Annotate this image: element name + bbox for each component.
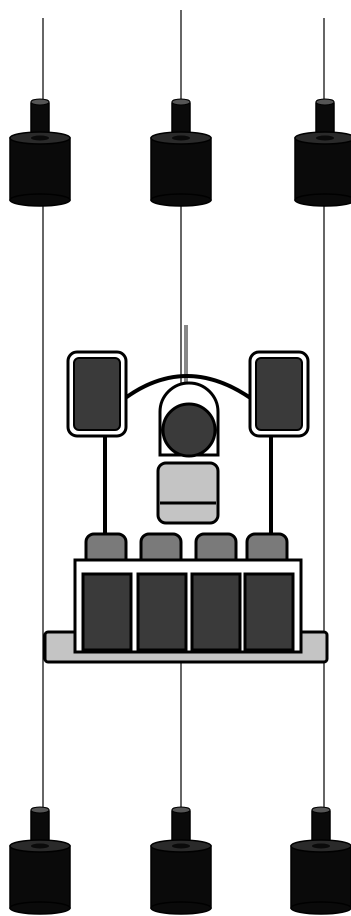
top-weight-3 <box>294 98 351 207</box>
mixer-block <box>156 461 220 525</box>
top-weights <box>9 98 351 207</box>
bottom-weight-2 <box>150 806 212 915</box>
speaker-left <box>66 350 128 438</box>
amp-module-3 <box>190 572 242 652</box>
top-weight-2 <box>150 98 212 207</box>
bottom-weights <box>9 806 351 915</box>
speaker-arch <box>118 374 258 404</box>
amp-modules <box>81 572 295 652</box>
center-module <box>158 381 220 458</box>
top-weight-1 <box>9 98 71 207</box>
amp-module-1 <box>81 572 133 652</box>
bottom-weight-3 <box>290 806 351 915</box>
amp-rack <box>43 558 329 664</box>
amp-module-4 <box>243 572 295 652</box>
central-rig <box>43 325 329 664</box>
bottom-weight-1 <box>9 806 71 915</box>
speaker-right <box>248 350 310 438</box>
amp-module-2 <box>136 572 188 652</box>
